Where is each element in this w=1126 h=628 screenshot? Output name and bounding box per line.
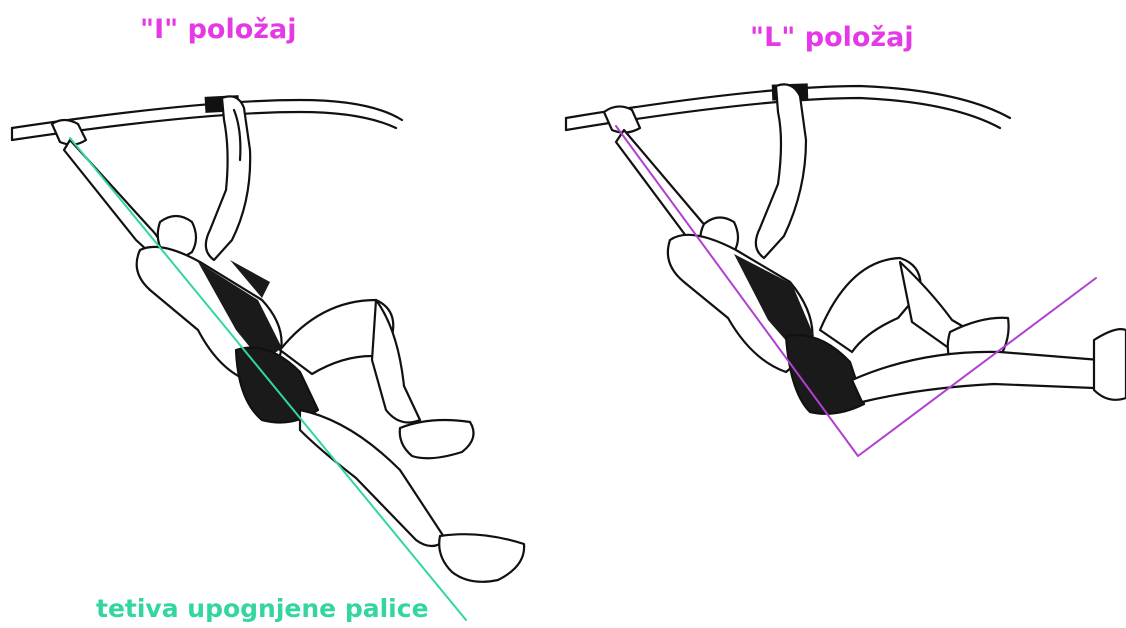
left-chord-line bbox=[70, 138, 466, 620]
left-athlete bbox=[52, 96, 524, 581]
right-athlete bbox=[604, 84, 1126, 413]
right-figure bbox=[566, 83, 1126, 456]
left-figure bbox=[12, 95, 524, 620]
